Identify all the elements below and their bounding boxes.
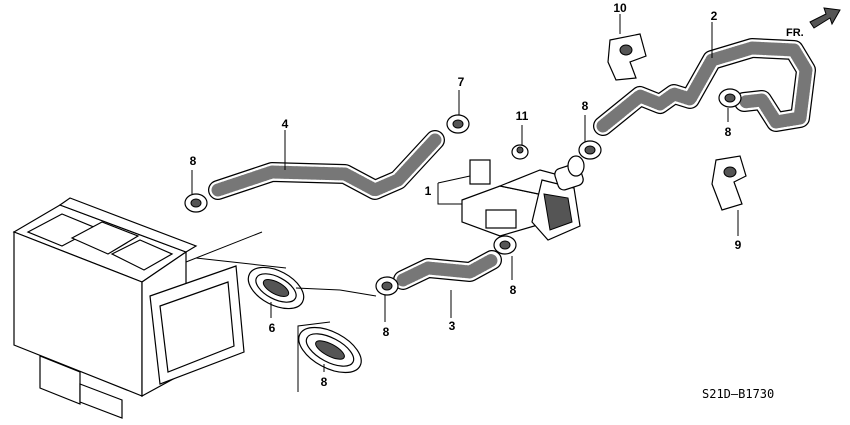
front-direction-label: FR. (786, 27, 804, 39)
callout-1: 1 (425, 184, 432, 198)
callout-6: 6 (269, 321, 276, 335)
clip-11 (511, 125, 529, 160)
grommet-6 (247, 266, 377, 310)
callout-8-hose2: 8 (725, 125, 732, 139)
grommet-5 (297, 321, 362, 392)
diagram-code: S21D–B1730 (702, 387, 774, 401)
callout-8-hose3: 8 (510, 283, 517, 297)
callout-4: 4 (282, 117, 289, 131)
hose-clamp (718, 88, 742, 122)
callout-8-grommet: 8 (383, 325, 390, 339)
hose-clamp (184, 170, 208, 213)
hose-holder-10 (607, 14, 647, 81)
callout-8-valve: 8 (582, 99, 589, 113)
callout-2: 2 (711, 9, 718, 23)
heater-unit (12, 197, 287, 419)
callout-9: 9 (735, 238, 742, 252)
hose-clamp (493, 235, 517, 280)
hose-clamp (578, 115, 602, 160)
callout-5: 8 (321, 375, 328, 389)
callout-10: 10 (613, 1, 627, 15)
hose-2 (593, 38, 816, 136)
callout-8-hose4: 8 (190, 154, 197, 168)
hose-3 (393, 250, 502, 290)
front-direction-indicator: FR. (786, 7, 841, 39)
hose-clamp (446, 90, 470, 134)
water-valve-assembly (437, 155, 585, 241)
callout-11: 11 (516, 109, 529, 123)
callout-7: 7 (458, 75, 465, 89)
hose-clamp (375, 276, 399, 322)
hose-holder-9 (711, 155, 747, 236)
callout-3: 3 (449, 319, 456, 333)
hose-4 (208, 130, 445, 200)
